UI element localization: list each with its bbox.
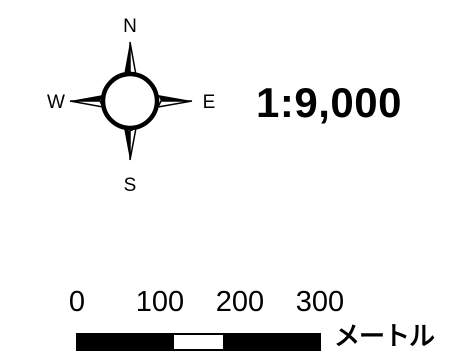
scale-ratio: 1:9,000	[256, 79, 402, 126]
scale-bar-segment	[222, 335, 271, 349]
scale-unit: メートル	[334, 321, 435, 351]
south-spike-icon	[124, 126, 138, 161]
north-spike-icon	[124, 41, 138, 77]
scale-bar-segment	[270, 335, 320, 349]
scale-bar-segment	[78, 335, 127, 349]
scale-bar-segment	[174, 335, 223, 349]
east-label: E	[203, 92, 216, 113]
scale-bar	[76, 333, 321, 351]
scale-tick-label: 300	[295, 286, 345, 318]
scale-tick-label: 0	[68, 286, 86, 318]
north-label: N	[123, 16, 137, 37]
scale-bar-segment	[126, 335, 175, 349]
west-label: W	[47, 92, 65, 113]
scale-tick-label: 200	[215, 286, 265, 318]
west-spike-icon	[69, 95, 105, 109]
south-label: S	[124, 175, 137, 196]
compass-ring-icon	[100, 71, 160, 131]
scale-tick-label: 100	[135, 286, 185, 318]
north-arrow: N S W E	[47, 16, 216, 196]
east-spike-icon	[156, 95, 193, 108]
